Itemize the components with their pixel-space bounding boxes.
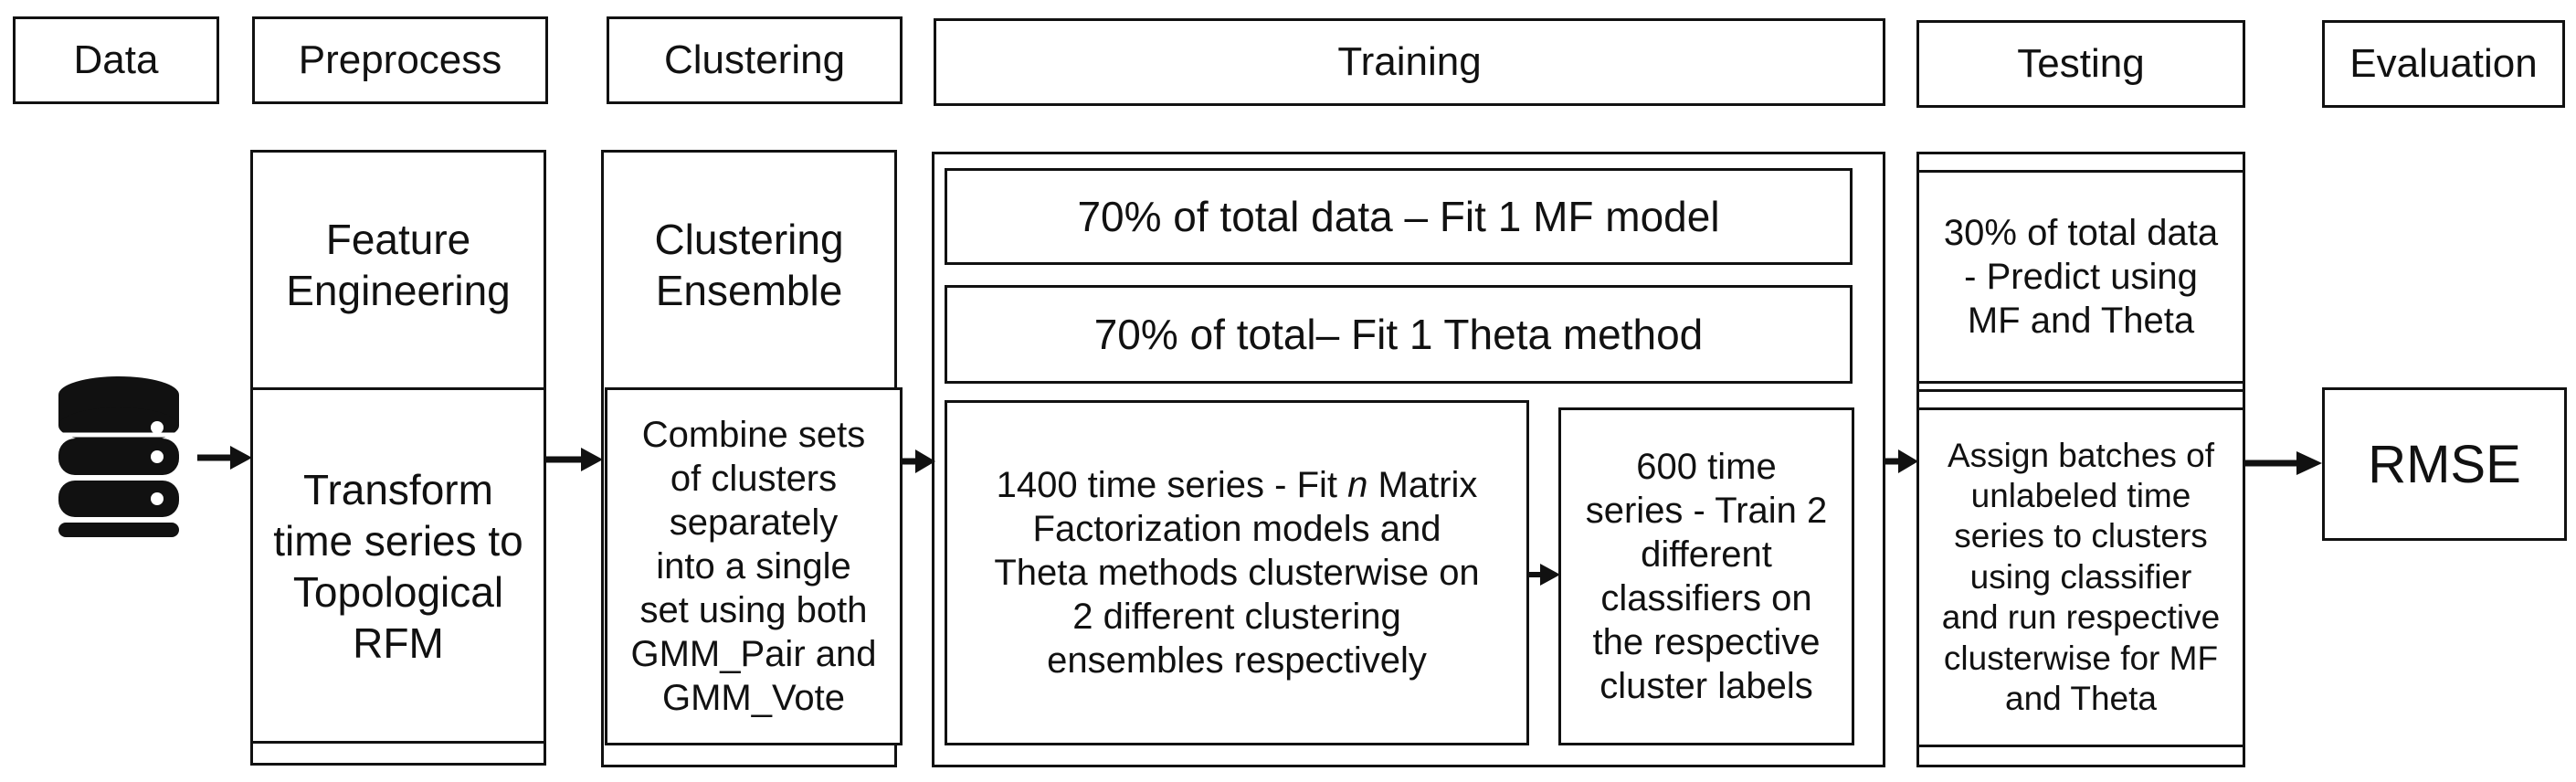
feature-engineering-title: Feature Engineering — [286, 215, 511, 314]
arrow-clustering-to-training — [901, 449, 935, 473]
testing-assign-text: Assign batches of unlabeled time series … — [1941, 436, 2221, 717]
training-1400-box — [945, 400, 1529, 745]
arrow-1400-to-600 — [1529, 564, 1560, 586]
testing-divider — [1916, 389, 2245, 392]
training-1400-content: 1400 time series - Fit n Matrix Factoriz… — [994, 463, 1479, 682]
testing-predict-text: 30% of total data - Predict using MF and… — [1943, 213, 2219, 341]
header-training: Training — [934, 18, 1885, 106]
testing-predict-box — [1916, 170, 2245, 384]
training-1400-part-b: Matrix Factorization models and Theta me… — [994, 465, 1480, 681]
preprocess-transform-box — [250, 387, 546, 744]
arrow-testing-to-evaluation — [2245, 451, 2322, 475]
testing-assign-box — [1916, 407, 2245, 747]
evaluation-rmse-box — [2322, 387, 2567, 541]
header-clustering-label: Clustering — [663, 37, 846, 82]
header-preprocess-label: Preprocess — [298, 37, 502, 82]
header-testing: Testing — [1916, 20, 2245, 108]
header-data-label: Data — [73, 37, 159, 82]
arrow-training-to-testing — [1885, 449, 1918, 473]
header-preprocess: Preprocess — [252, 16, 548, 104]
training-1400-n: n — [1347, 465, 1368, 505]
header-testing-label: Testing — [2017, 41, 2145, 86]
header-evaluation-label: Evaluation — [2349, 41, 2538, 86]
arrow-preprocess-to-clustering — [546, 448, 603, 471]
preprocess-transform-text: Transform time series to Topological RFM — [273, 465, 523, 668]
training-mf-box — [945, 168, 1853, 265]
header-evaluation: Evaluation — [2322, 20, 2565, 108]
evaluation-rmse-text: RMSE — [2368, 434, 2521, 494]
training-600-text: 600 time series - Train 2 different clas… — [1585, 447, 1828, 706]
training-theta-box — [945, 285, 1853, 384]
clustering-ensemble-title: Clustering Ensemble — [654, 215, 844, 314]
arrow-data-to-preprocess — [197, 446, 252, 470]
training-1400-part-a: 1400 time series - Fit — [996, 465, 1348, 505]
header-data: Data — [13, 16, 219, 104]
training-theta-text: 70% of total– Fit 1 Theta method — [1093, 310, 1704, 358]
database-icon — [57, 376, 181, 537]
training-mf-text: 70% of total data – Fit 1 MF model — [1077, 192, 1720, 240]
training-600-box — [1558, 407, 1854, 745]
training-1400-text: 1400 time series - Fit n Matrix Factoriz… — [950, 406, 1524, 740]
header-clustering: Clustering — [607, 16, 903, 104]
clustering-combine-box — [605, 387, 903, 745]
clustering-combine-text: Combine sets of clusters separately into… — [630, 415, 877, 718]
header-training-label: Training — [1337, 39, 1482, 84]
